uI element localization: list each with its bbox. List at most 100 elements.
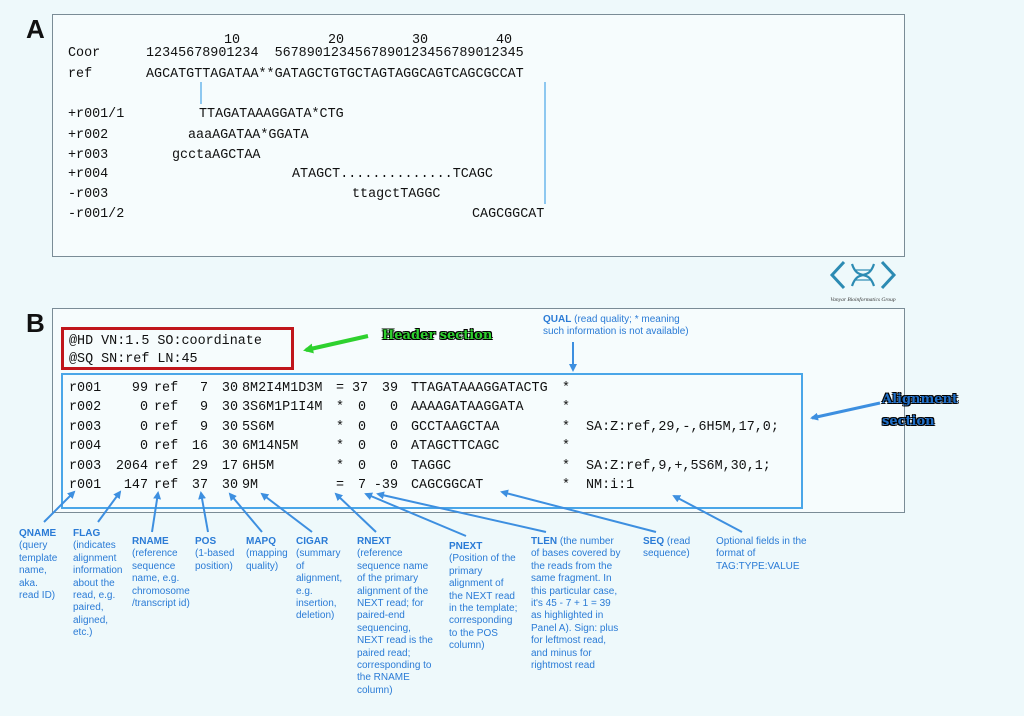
header-arrow: [303, 334, 369, 354]
cell-mapq: 30: [221, 381, 238, 396]
cell-cigar: 8M2I4M1D3M: [242, 381, 323, 396]
panel-b-label: B: [26, 308, 45, 338]
cell-qname: r004: [69, 439, 102, 455]
annotation-line: of: [296, 560, 305, 572]
annotation-cigar: CIGAR (summary of alignment, e.g. insert…: [296, 536, 342, 623]
coor-tick-40: 40: [496, 33, 513, 48]
annotation-title: CIGAR: [296, 536, 329, 547]
annotation-line: paired read;: [357, 647, 411, 659]
read-seq: aaaAGATAA*GGATA: [188, 128, 309, 143]
cell-rname: ref: [154, 400, 179, 416]
cell-rname: ref: [154, 381, 179, 396]
cell-pos: 7: [199, 381, 208, 396]
annotation-line: for leftmost read,: [531, 635, 607, 647]
annotation-line: such information is not available): [543, 326, 689, 338]
alignment-section-box: [61, 373, 803, 509]
annotation-line: column): [449, 640, 485, 652]
optional-arrow: [672, 495, 743, 533]
annotation-line: deletion): [296, 610, 335, 622]
read-name: -r003: [68, 187, 109, 202]
cell-flag: 0: [139, 419, 148, 435]
cell-mapq: 17: [221, 458, 238, 474]
cell-cigar: 3S6M1P1I4M: [242, 400, 323, 416]
coor-label: Coor: [68, 46, 101, 61]
header-line-hd: @HD VN:1.5 SO:coordinate: [69, 334, 262, 349]
annotation-rname: RNAME (reference sequence name, e.g. chr…: [132, 536, 190, 610]
cell-mapq: 30: [221, 478, 238, 493]
coor-tick-10: 10: [224, 33, 241, 48]
annotation-line: alignment: [73, 552, 117, 564]
cell-optional: SA:Z:ref,9,+,5S6M,30,1;: [586, 458, 771, 474]
read-seq: gcctaAGCTAA: [172, 148, 261, 163]
annotation-line: NEXT read; for: [357, 598, 424, 610]
annotation-title: FLAG: [73, 528, 101, 539]
cell-pnext: 37: [352, 381, 369, 396]
annotation-line: e.g.: [296, 585, 313, 597]
annotation-title: MAPQ: [246, 536, 276, 547]
annotation-line: same fragment. In: [531, 573, 612, 585]
cell-qual: *: [562, 478, 571, 493]
cell-pnext: 0: [357, 400, 366, 416]
pnext-arrow: [364, 492, 467, 537]
annotation-optional: Optional fields in the format of TAG:TYP…: [716, 536, 807, 573]
annotation-rnext: RNEXT (reference sequence name of the pr…: [357, 536, 433, 697]
ref-sequence: AGCATGTTAGATAA**GATAGCTGTGCTAGTAGGCAGTCA…: [146, 67, 524, 82]
cell-qual: *: [562, 439, 571, 455]
annotation-line: Panel A). Sign: plus: [531, 622, 619, 634]
annotation-line: etc.): [73, 627, 93, 639]
annotation-line: and minus for: [531, 647, 592, 659]
ref-label: ref: [68, 67, 93, 82]
read-name: +r002: [68, 128, 109, 143]
annotation-line: (reference: [132, 548, 178, 560]
read-seq: ttagctTAGGC: [352, 187, 441, 202]
annotation-flag: FLAG (indicates alignment information ab…: [73, 528, 122, 640]
cell-rnext: *: [336, 400, 345, 416]
annotation-title: QNAME: [19, 528, 57, 539]
cell-flag: 2064: [115, 458, 148, 474]
cell-qual: *: [562, 458, 571, 474]
annotation-line: (mapping: [246, 548, 288, 560]
annotation-pnext: PNEXT (Position of the primary alignment…: [449, 541, 517, 653]
annotation-line: the NEXT read: [449, 590, 515, 602]
cell-flag: 99: [131, 381, 148, 396]
cell-cigar: 5S6M: [242, 419, 275, 435]
annotation-line: this particular case,: [531, 585, 618, 597]
annotation-line: insertion,: [296, 598, 337, 610]
cell-seq: CAGCGGCAT: [411, 478, 484, 493]
cell-seq: AAAAGATAAGGATA: [411, 400, 524, 416]
cell-tlen: -39: [373, 478, 398, 493]
annotation-line: chromosome: [132, 585, 190, 597]
annotation-line: quality): [246, 560, 279, 572]
cell-rnext: =: [336, 478, 345, 493]
annotation-line: aligned,: [73, 614, 109, 626]
cigar-arrow: [260, 492, 313, 533]
alignment-section-callout-line2: section: [882, 414, 935, 429]
mapq-arrow: [228, 492, 263, 533]
alignment-arrow: [810, 401, 881, 421]
cell-tlen: 0: [389, 400, 398, 416]
annotation-line: NEXT read is the: [357, 635, 433, 647]
header-section-box: [61, 327, 294, 370]
read-seq: TTAGATAAAGGATA*CTG: [199, 107, 344, 122]
annotation-line: primary: [449, 565, 483, 577]
pos-arrow: [198, 491, 209, 533]
cell-tlen: 0: [389, 439, 398, 455]
annotation-title: QUAL: [543, 314, 572, 325]
header-line-sq: @SQ SN:ref LN:45: [69, 352, 198, 367]
seq-arrow: [500, 489, 657, 533]
annotation-line: alignment,: [296, 573, 343, 585]
read-seq: CAGCGGCAT: [472, 207, 545, 222]
cell-cigar: 6H5M: [242, 458, 275, 474]
cell-optional: NM:i:1: [586, 478, 635, 493]
cell-pos: 9: [199, 400, 208, 416]
cell-qname: r001: [69, 478, 102, 493]
cell-rnext: *: [336, 439, 345, 455]
qname-arrow: [43, 490, 76, 523]
cell-mapq: 30: [221, 400, 238, 416]
annotation-line: in the template;: [449, 603, 518, 615]
annotation-line: (read: [664, 536, 691, 547]
annotation-title: RNEXT: [357, 536, 391, 547]
cell-pos: 29: [191, 458, 208, 474]
annotation-seq: SEQ (read sequence): [643, 536, 690, 561]
cell-mapq: 30: [221, 419, 238, 435]
